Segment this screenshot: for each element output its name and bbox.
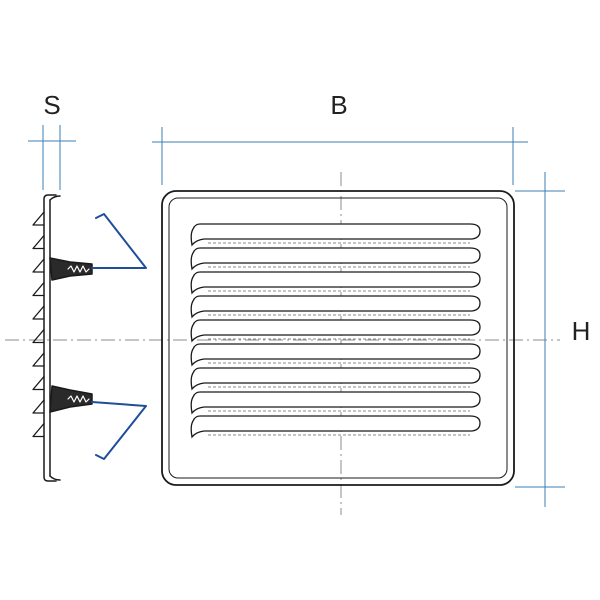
front-view (161, 190, 515, 486)
louver-slat (190, 319, 481, 343)
height-label: H (572, 316, 591, 346)
louver-blade (190, 223, 481, 247)
louver-slat (190, 247, 481, 271)
profile-tooth (32, 422, 45, 438)
louver-blade (190, 367, 481, 391)
louver-slat (190, 295, 481, 319)
profile-tooth (32, 211, 45, 226)
lower-spring-coil (67, 395, 90, 403)
profile-tooth (32, 375, 45, 391)
louver-slat (190, 343, 481, 367)
louver-blade (190, 247, 481, 271)
upper-mounting-lug (49, 257, 93, 281)
dimension-lines (28, 125, 565, 507)
inner-frame (168, 197, 508, 479)
front-louvers (190, 223, 481, 439)
profile-tooth (32, 258, 45, 273)
upper-spring-coil (67, 265, 90, 273)
louver-blade (190, 343, 481, 367)
depth-label: S (43, 90, 60, 120)
profile-tooth (32, 305, 45, 320)
louver-slat (190, 223, 481, 247)
lower-spring-clip (91, 401, 147, 460)
louver-blade (190, 391, 481, 415)
louver-blade (190, 295, 481, 319)
profile-tooth (32, 234, 45, 250)
louver-slat (190, 415, 481, 439)
upper-spring-clip (91, 213, 147, 269)
louver-slat (190, 391, 481, 415)
louver-blade (190, 415, 481, 439)
profile-tooth (32, 399, 45, 414)
louver-slat (190, 271, 481, 295)
profile-tooth (32, 328, 45, 344)
side-profile-view (32, 194, 93, 482)
outer-frame (161, 190, 515, 486)
profile-louver-teeth (32, 211, 45, 438)
louver-blade (190, 271, 481, 295)
profile-top-lip (49, 195, 61, 201)
profile-frame-plate (43, 194, 57, 482)
louver-blade (190, 319, 481, 343)
width-label: B (330, 90, 347, 120)
louver-slat (190, 367, 481, 391)
lower-mounting-lug (49, 385, 93, 413)
spring-clips (91, 213, 147, 460)
profile-bottom-lip (49, 475, 61, 481)
profile-tooth (32, 281, 45, 297)
profile-tooth (32, 352, 45, 367)
